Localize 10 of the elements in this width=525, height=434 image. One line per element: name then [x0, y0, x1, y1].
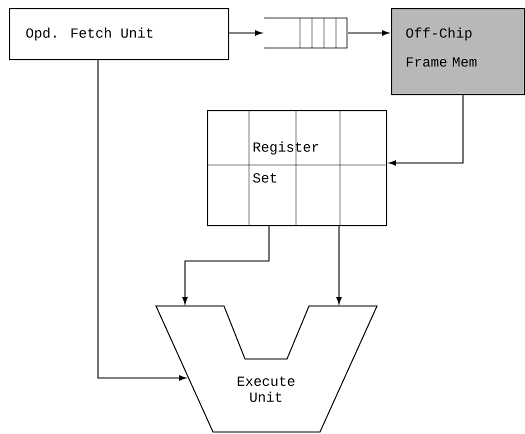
register-grid: Register Set: [206, 110, 388, 226]
arrow: [389, 95, 464, 166]
arrow: [182, 226, 270, 304]
arrow: [97, 60, 186, 381]
queue-drawing: [264, 18, 348, 48]
memory-box: Off-Chip Frame Mem: [391, 8, 525, 96]
arrow: [348, 30, 390, 36]
process-box: Opd. Fetch Unit: [9, 8, 230, 60]
arrow: [336, 226, 342, 304]
arrow: [229, 30, 262, 36]
